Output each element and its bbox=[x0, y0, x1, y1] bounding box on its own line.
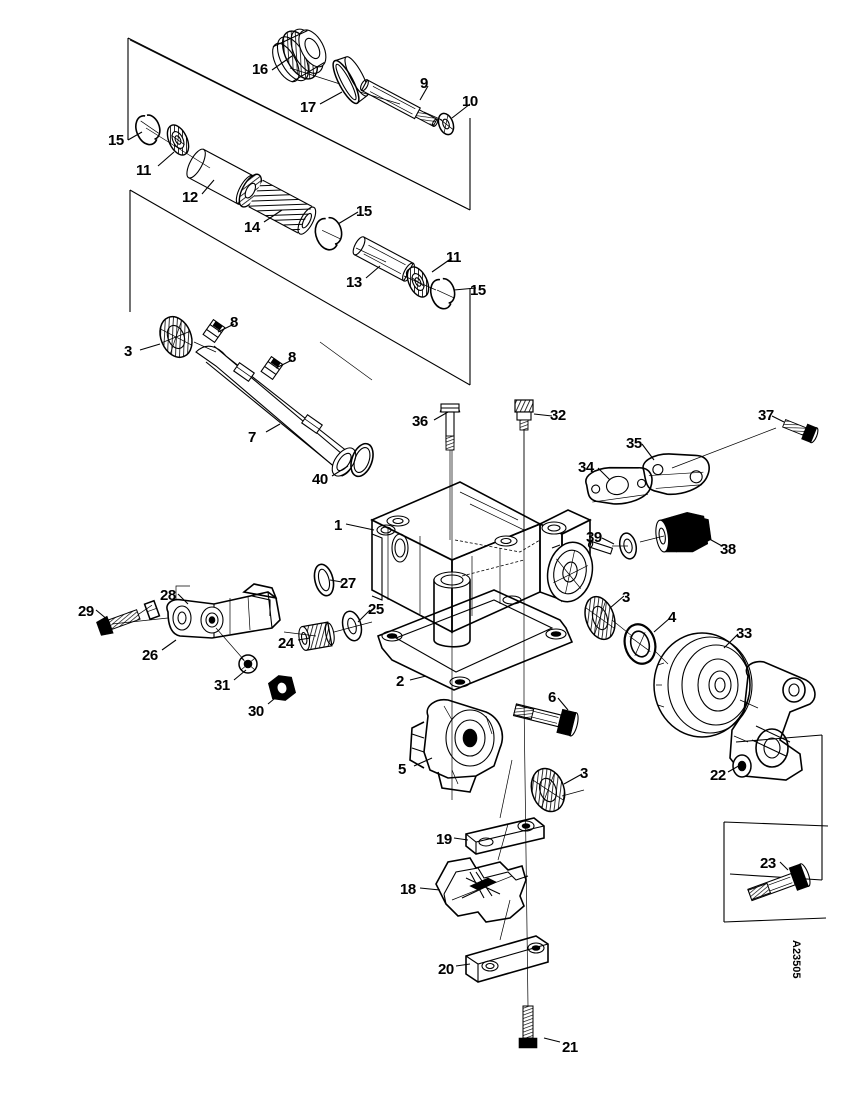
callout-31: 31 bbox=[214, 677, 230, 694]
assembly-center-lines bbox=[111, 67, 669, 1007]
callout-15-a: 15 bbox=[108, 132, 124, 149]
part-21-stud-bolt bbox=[518, 1005, 538, 1049]
callout-15-b: 15 bbox=[356, 203, 372, 220]
callout-19: 19 bbox=[436, 831, 452, 848]
part-11-bushing-a bbox=[166, 124, 190, 156]
part-30-nut bbox=[267, 675, 297, 701]
callout-36: 36 bbox=[412, 413, 428, 430]
part-14-coil-spring bbox=[238, 173, 317, 235]
callout-15-c: 15 bbox=[470, 282, 486, 299]
part-1-valve-housing bbox=[370, 481, 594, 648]
callout-24: 24 bbox=[278, 635, 294, 652]
callout-34: 34 bbox=[578, 459, 594, 476]
callout-30: 30 bbox=[248, 703, 264, 720]
callout-3-c: 3 bbox=[580, 765, 588, 782]
part-37-screw bbox=[671, 418, 819, 469]
callout-38: 38 bbox=[720, 541, 736, 558]
part-16-boot bbox=[272, 28, 327, 83]
part-31-lock-washer bbox=[215, 627, 258, 674]
part-3-spring-b bbox=[584, 595, 616, 641]
callout-7: 7 bbox=[248, 429, 256, 446]
callout-37: 37 bbox=[758, 407, 774, 424]
callout-22: 22 bbox=[710, 767, 726, 784]
callout-8-a: 8 bbox=[230, 314, 238, 331]
part-9-shaft bbox=[360, 79, 439, 127]
callout-29: 29 bbox=[78, 603, 94, 620]
part-24-plug bbox=[298, 621, 335, 652]
callout-12: 12 bbox=[182, 189, 198, 206]
part-17-retainer-ring bbox=[332, 56, 369, 105]
callout-11-a: 11 bbox=[136, 162, 151, 179]
catalog-code: A23505 bbox=[790, 940, 802, 979]
bracket-group-right bbox=[729, 734, 823, 881]
part-38-valve-cartridge bbox=[655, 512, 712, 553]
part-15-snap-ring-b bbox=[314, 216, 343, 251]
callout-14: 14 bbox=[244, 219, 260, 236]
part-20-spacer-bar-lower bbox=[465, 935, 549, 983]
callout-35: 35 bbox=[626, 435, 642, 452]
callout-21: 21 bbox=[562, 1039, 578, 1056]
callout-33: 33 bbox=[736, 625, 752, 642]
part-18-cover-plate bbox=[435, 857, 529, 923]
callout-26: 26 bbox=[142, 647, 158, 664]
callout-23: 23 bbox=[760, 855, 776, 872]
part-25-washer-flat bbox=[341, 610, 363, 642]
callout-5: 5 bbox=[398, 761, 406, 778]
callout-13: 13 bbox=[346, 274, 362, 291]
callout-10: 10 bbox=[462, 93, 478, 110]
part-19-spacer-bar-upper bbox=[465, 817, 545, 855]
callout-18: 18 bbox=[400, 881, 416, 898]
callout-40: 40 bbox=[312, 471, 328, 488]
part-15-snap-ring-c bbox=[429, 277, 456, 310]
callout-16: 16 bbox=[252, 61, 268, 78]
part-40-clip-ring bbox=[350, 442, 374, 478]
part-23-cap-screw bbox=[747, 863, 811, 902]
callout-2: 2 bbox=[396, 673, 404, 690]
callout-9: 9 bbox=[420, 75, 428, 92]
bracket-group-lower bbox=[129, 189, 471, 386]
bracket-group-upper bbox=[127, 37, 471, 211]
part-29-bolt-short bbox=[96, 604, 153, 636]
part-27-o-ring bbox=[313, 563, 335, 597]
callout-28: 28 bbox=[160, 587, 176, 604]
callout-6: 6 bbox=[548, 689, 556, 706]
callout-25: 25 bbox=[368, 601, 384, 618]
bracket-group-bottomright bbox=[723, 821, 829, 923]
part-2-gasket bbox=[377, 589, 574, 691]
callout-3-b: 3 bbox=[622, 589, 630, 606]
part-10-washer bbox=[437, 112, 455, 136]
part-33-pulley bbox=[653, 632, 753, 738]
callout-4: 4 bbox=[668, 609, 676, 626]
part-6-hex-bolt bbox=[512, 703, 579, 737]
part-28-spacer bbox=[143, 585, 190, 621]
part-3-spring-a bbox=[159, 315, 193, 359]
part-7-tube-assembly bbox=[195, 318, 357, 477]
callout-32: 32 bbox=[550, 407, 566, 424]
part-4-seal-ring bbox=[623, 623, 657, 665]
callout-11-b: 11 bbox=[446, 249, 461, 266]
part-5-valve-body-lower bbox=[409, 698, 504, 793]
callout-39: 39 bbox=[586, 529, 602, 546]
part-26-actuator-body bbox=[166, 583, 281, 639]
callout-27: 27 bbox=[340, 575, 356, 592]
callout-8-b: 8 bbox=[288, 349, 296, 366]
callout-20: 20 bbox=[438, 961, 454, 978]
callout-1: 1 bbox=[334, 517, 342, 534]
part-12-sleeve bbox=[186, 148, 256, 205]
callout-17: 17 bbox=[300, 99, 316, 116]
part-36-bolt-long bbox=[439, 403, 461, 540]
part-35-cover-flange bbox=[642, 453, 710, 496]
part-3-spring-c bbox=[530, 767, 566, 813]
callout-3-a: 3 bbox=[124, 343, 132, 360]
part-34-gasket-flange bbox=[585, 466, 653, 505]
